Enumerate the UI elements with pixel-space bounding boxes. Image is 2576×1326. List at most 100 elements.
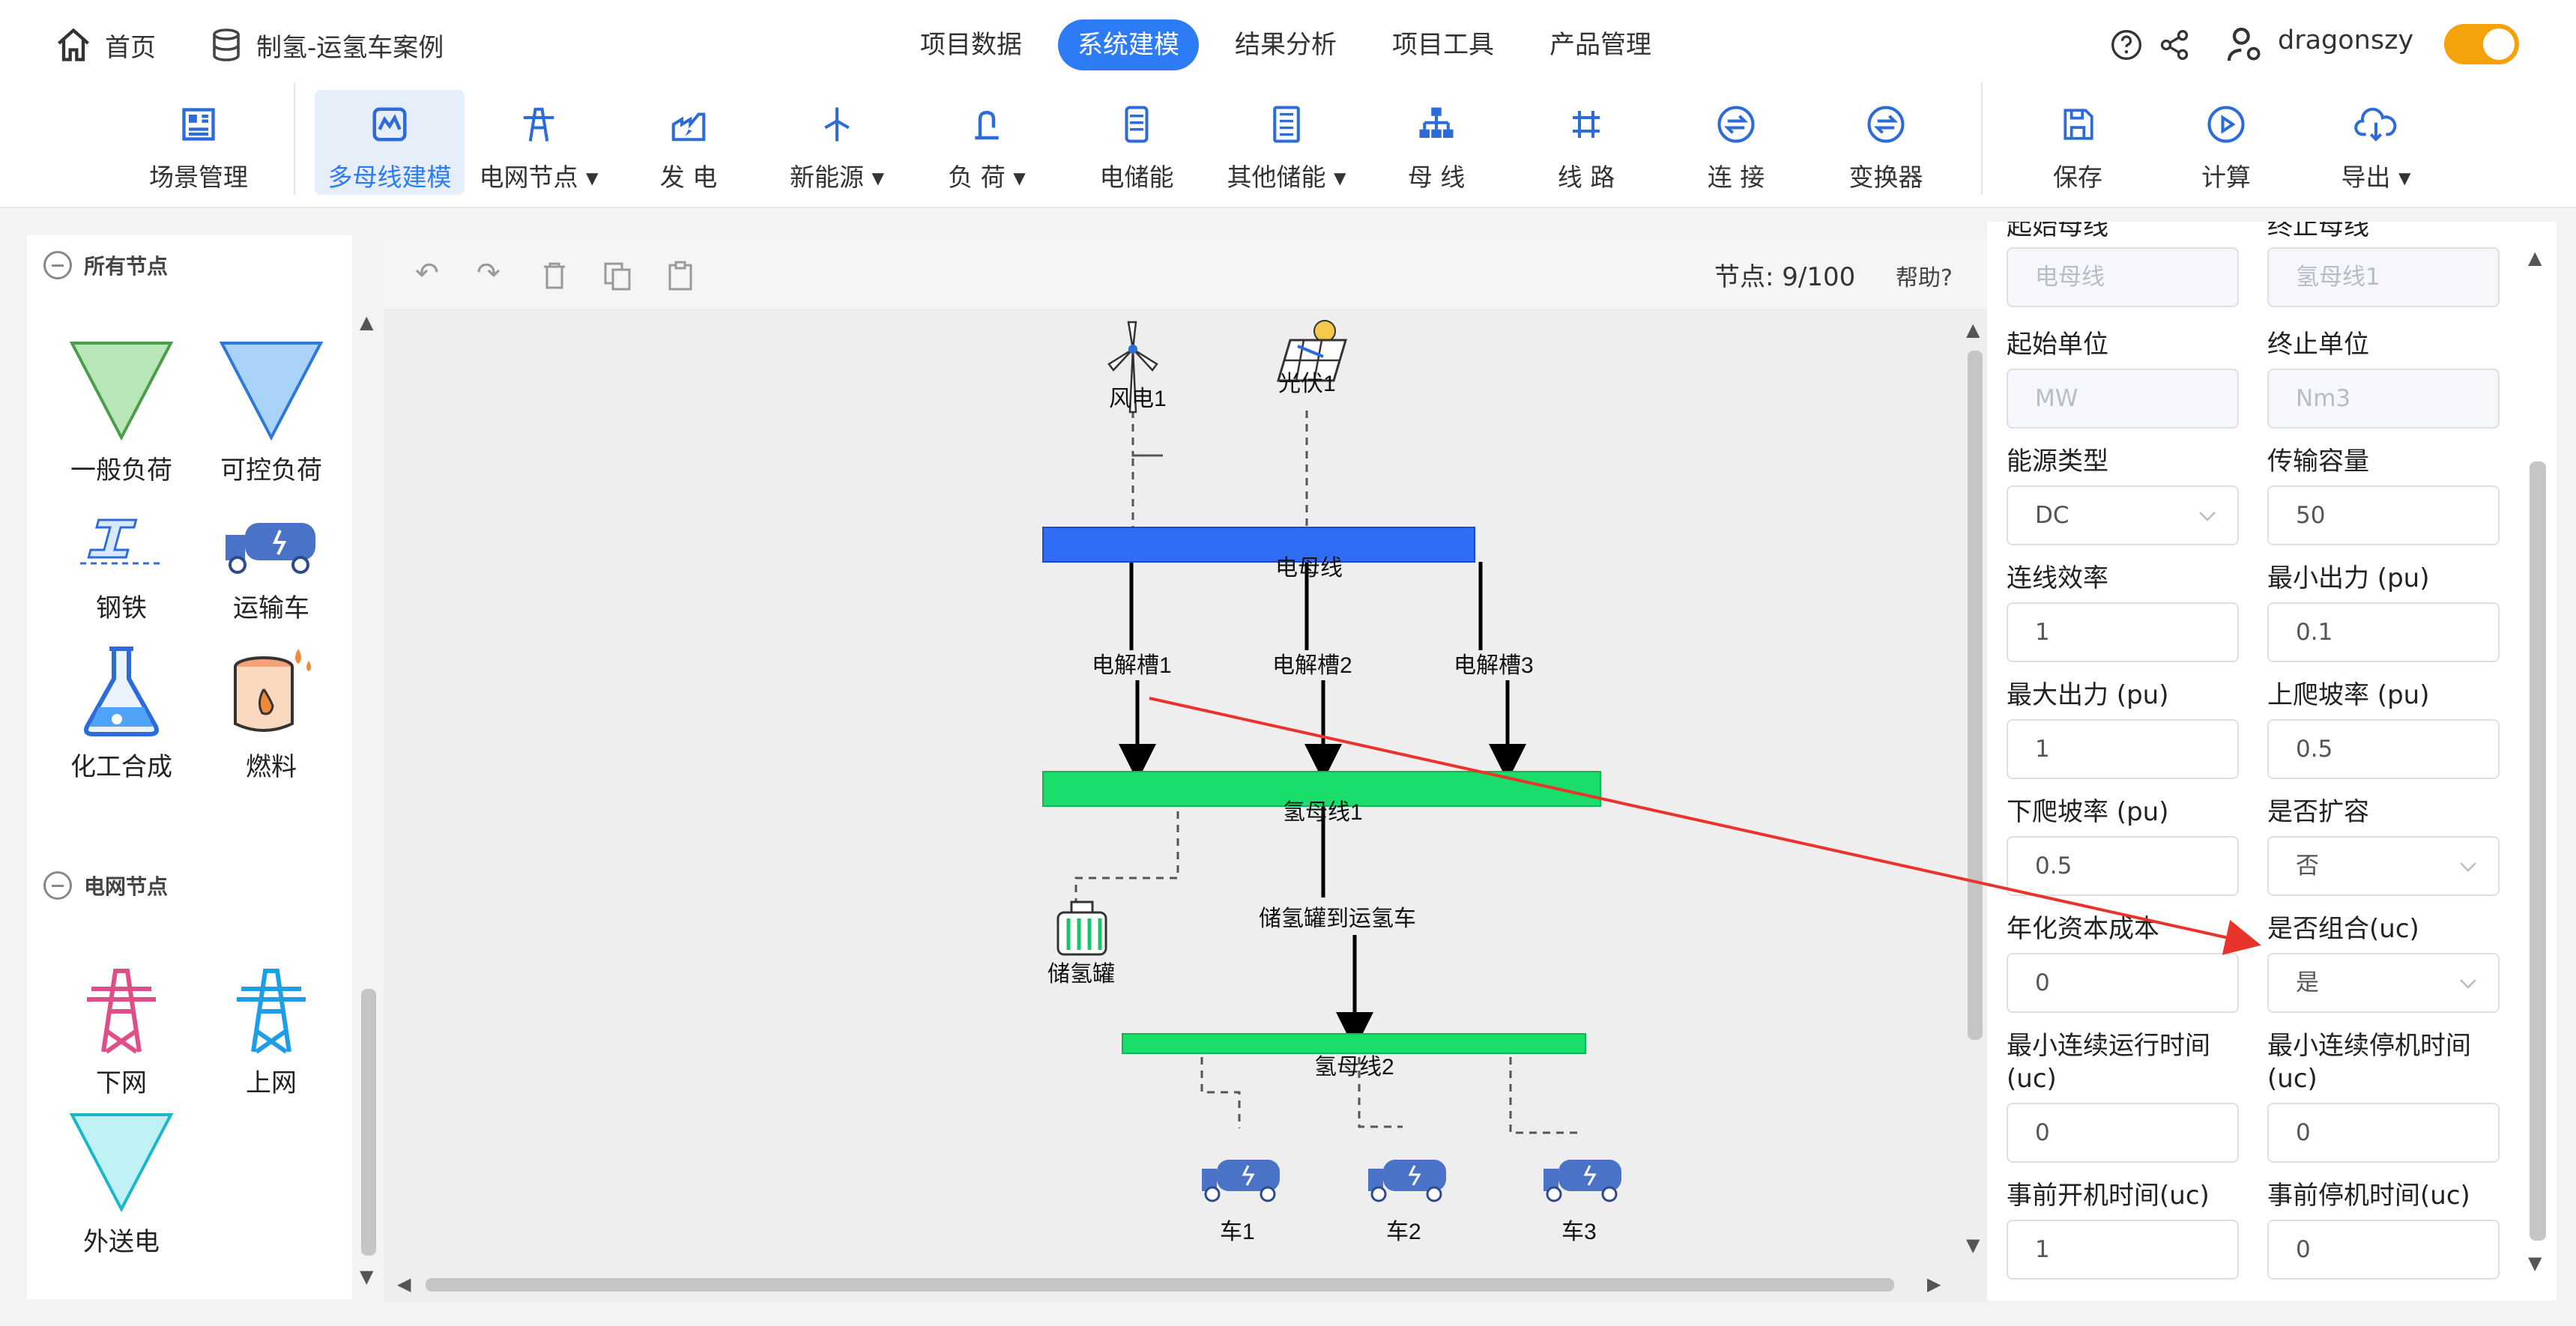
collapse-icon <box>43 871 72 900</box>
undo-icon[interactable]: ↶ <box>415 256 439 289</box>
other-storage-dropdown[interactable]: 其他储能 ▾ <box>1215 90 1358 195</box>
start-unit-field: 起始单位 MW <box>2007 328 2239 429</box>
prior-on-time-input[interactable]: 1 <box>2007 1220 2239 1280</box>
copy-icon[interactable] <box>602 261 632 291</box>
line-button[interactable]: 线 路 <box>1515 90 1657 195</box>
car3-label: 车3 <box>1561 1220 1597 1244</box>
factory-icon <box>671 112 706 142</box>
share-icon[interactable] <box>2158 28 2191 61</box>
grid-icon <box>182 108 215 141</box>
username: dragonszy <box>2278 25 2414 55</box>
node-grid-import[interactable]: 下网 <box>54 966 189 1099</box>
min-output-input[interactable]: 0.1 <box>2267 602 2500 662</box>
section-all-nodes[interactable]: 所有节点 <box>43 250 168 280</box>
paste-icon[interactable] <box>667 261 694 291</box>
database-icon <box>213 28 240 61</box>
hydrogen-tank-icon[interactable] <box>1056 900 1107 956</box>
tab-system-modeling[interactable]: 系统建模 <box>1058 19 1199 70</box>
home-link[interactable]: 首页 <box>54 22 156 67</box>
tab-project-data[interactable]: 项目数据 <box>920 30 1022 60</box>
user-settings-icon[interactable] <box>2224 24 2266 66</box>
property-panel: 起始母线 终止母线 电母线 氢母线1 起始单位 MW 终止单位 Nm3 能源类型… <box>1987 222 2557 1301</box>
max-output-input[interactable]: 1 <box>2007 719 2239 779</box>
pv-label: 光伏1 <box>1278 372 1336 396</box>
node-general-load[interactable]: 一般负荷 <box>54 340 189 486</box>
node-steel[interactable]: 钢铁 <box>54 505 189 624</box>
efficiency-input[interactable]: 1 <box>2007 602 2239 662</box>
solar-panel-icon[interactable] <box>1276 320 1348 382</box>
connect-button[interactable]: 连 接 <box>1665 90 1807 195</box>
elec-bus-label: 电母线 <box>1275 556 1343 581</box>
max-output-field: 最大出力 (pu) 1 <box>2007 679 2239 779</box>
canvas-hscroll-thumb[interactable] <box>426 1278 1894 1292</box>
load-dropdown[interactable]: 负 荷 ▾ <box>916 90 1058 195</box>
help-icon[interactable] <box>2110 28 2143 61</box>
panel-scroll-down-icon[interactable]: ▼ <box>2528 1253 2542 1274</box>
efficiency-field: 连线效率 1 <box>2007 562 2239 662</box>
ramp-up-input[interactable]: 0.5 <box>2267 719 2500 779</box>
scene-management-button[interactable]: 场景管理 <box>127 90 270 195</box>
calculate-button[interactable]: 计算 <box>2155 90 2297 195</box>
chevron-down-icon <box>2460 979 2476 989</box>
project-label: 制氢-运氢车案例 <box>256 32 444 63</box>
multibus-modeling-button[interactable]: 多母线建模 <box>315 90 465 195</box>
electrolyzer3-label: 电解槽3 <box>1454 653 1534 678</box>
electric-storage-button[interactable]: 电储能 <box>1065 90 1208 195</box>
project-link[interactable]: 制氢-运氢车案例 <box>208 22 444 67</box>
export-dropdown[interactable]: 导出 ▾ <box>2305 90 2447 195</box>
panel-scroll-up-icon[interactable]: ▲ <box>2528 247 2542 268</box>
unit-commitment-select[interactable]: 是 <box>2267 953 2500 1013</box>
panel-scrollbar-thumb[interactable] <box>2530 461 2546 1241</box>
grid-node-dropdown[interactable]: 电网节点 ▾ <box>468 90 610 195</box>
expansion-select[interactable]: 否 <box>2267 836 2500 896</box>
node-chemical-synthesis[interactable]: 化工合成 <box>54 644 189 783</box>
palette-scroll-down-icon[interactable]: ▼ <box>360 1266 374 1287</box>
canvas-scroll-left-icon[interactable]: ◀ <box>397 1274 411 1295</box>
elec-bus-bar[interactable] <box>1042 527 1475 563</box>
canvas-vscroll-thumb[interactable] <box>1968 351 1983 1040</box>
section-grid-nodes[interactable]: 电网节点 <box>43 871 168 900</box>
bus-button[interactable]: 母 线 <box>1365 90 1508 195</box>
canvas-scroll-up-icon[interactable]: ▲ <box>1966 319 1980 340</box>
min-down-time-input[interactable]: 0 <box>2267 1103 2500 1163</box>
truck2-icon[interactable] <box>1368 1160 1446 1202</box>
h2-bus2-bar[interactable] <box>1122 1033 1586 1054</box>
tab-product-management[interactable]: 产品管理 <box>1549 30 1651 60</box>
truck3-icon[interactable] <box>1544 1160 1621 1202</box>
energy-type-select[interactable]: DC <box>2007 485 2239 545</box>
capacity-field: 传输容量 50 <box>2267 445 2500 545</box>
delete-icon[interactable] <box>541 261 568 291</box>
tab-project-tools[interactable]: 项目工具 <box>1392 30 1494 60</box>
node-outbound-power[interactable]: 外送电 <box>54 1112 189 1258</box>
controllable-load-icon <box>219 342 324 441</box>
canvas-scroll-down-icon[interactable]: ▼ <box>1966 1235 1980 1256</box>
ramp-down-input[interactable]: 0.5 <box>2007 836 2239 896</box>
canvas-scroll-right-icon[interactable]: ▶ <box>1927 1274 1941 1295</box>
help-link[interactable]: 帮助? <box>1896 265 1953 291</box>
generation-button[interactable]: 发 电 <box>617 90 760 195</box>
collapse-icon <box>43 251 72 279</box>
palette-scrollbar-thumb[interactable] <box>361 989 376 1256</box>
theme-toggle[interactable] <box>2444 24 2519 64</box>
save-button[interactable]: 保存 <box>2007 90 2149 195</box>
node-count: 节点: 9/100 <box>1714 262 1856 292</box>
node-grid-export[interactable]: 上网 <box>204 966 339 1099</box>
electrolyzer1-label: 电解槽1 <box>1092 653 1172 678</box>
min-run-time-input[interactable]: 0 <box>2007 1103 2239 1163</box>
prior-off-time-input[interactable]: 0 <box>2267 1220 2500 1280</box>
diagram-canvas[interactable]: ↶ ↷ 节点: 9/100 帮助? <box>384 238 1987 1302</box>
multibus-icon <box>372 107 407 142</box>
capacity-input[interactable]: 50 <box>2267 485 2500 545</box>
renewables-dropdown[interactable]: 新能源 ▾ <box>766 90 908 195</box>
toggle-knob <box>2483 28 2515 60</box>
tab-result-analysis[interactable]: 结果分析 <box>1235 30 1337 60</box>
capital-cost-input[interactable]: 0 <box>2007 953 2239 1013</box>
node-transport-truck[interactable]: 运输车 <box>204 512 339 624</box>
converter-button[interactable]: 变换器 <box>1815 90 1957 195</box>
redo-icon[interactable]: ↷ <box>477 256 501 289</box>
wind-turbine-icon[interactable] <box>1107 321 1158 414</box>
node-controllable-load[interactable]: 可控负荷 <box>204 340 339 486</box>
truck1-icon[interactable] <box>1202 1160 1280 1202</box>
palette-scroll-up-icon[interactable]: ▲ <box>360 312 374 333</box>
node-fuel[interactable]: 燃料 <box>204 644 339 783</box>
